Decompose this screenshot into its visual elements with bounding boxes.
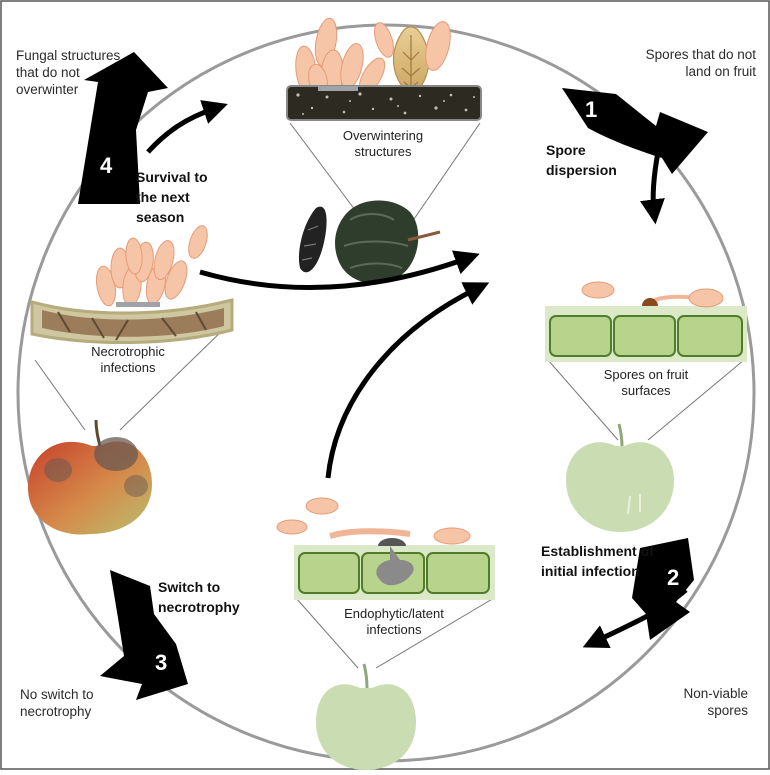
necrotrophic-spore-cluster [95, 225, 208, 307]
stage-2-number: 2 [667, 565, 680, 590]
hyphae-mat [318, 86, 358, 91]
stage-3-arrow-icon [100, 570, 188, 700]
spore [305, 497, 339, 515]
germ-tube [329, 528, 411, 539]
plant-cell [613, 315, 676, 357]
callout-line [34, 359, 86, 431]
spores-on-fruit-label: Spores on fruit surfaces [603, 367, 689, 398]
plant-cell [549, 315, 612, 357]
plant-cell [677, 315, 743, 357]
hyphae-mat [116, 302, 160, 307]
spore [433, 527, 471, 545]
tissue-cracks [57, 311, 207, 341]
overwintering-panel [286, 17, 482, 284]
necrotrophic-panel [28, 225, 234, 535]
green-apple-icon [316, 663, 416, 770]
stage-3-title: Switch to necrotrophy [158, 579, 240, 615]
stage-4-arrow-icon [78, 52, 168, 204]
callout-line [295, 597, 359, 669]
necrotic-tissue [42, 308, 224, 337]
stage-1-title: Spore dispersion [546, 142, 617, 178]
overwinter-to-infection-arrow [199, 250, 480, 291]
necrotrophic-label: Necrotrophic infections [91, 344, 165, 375]
callout-line [411, 122, 481, 223]
stage-1-number: 1 [585, 97, 598, 122]
latent-to-infection-arrow [325, 282, 490, 479]
latent-infection-panel [276, 497, 495, 770]
callout-line [289, 122, 365, 223]
survival-arrow [146, 100, 228, 154]
bark-strip [286, 85, 482, 121]
spore [276, 519, 308, 535]
callout-line [547, 359, 619, 441]
latent-infection-label: Endophytic/latent infections [344, 606, 444, 637]
stage-4-loss-label: Fungal structures that do not overwinter [16, 48, 121, 97]
stage-1-loss-label: Spores that do not land on fruit [645, 47, 756, 79]
plant-cell [426, 552, 490, 594]
appressorium [378, 538, 406, 546]
stage-4-number: 4 [100, 153, 113, 178]
wheat-ear-icon [374, 21, 451, 97]
stage-3-number: 3 [155, 650, 168, 675]
callout-line [119, 324, 229, 431]
callout-line [647, 359, 745, 441]
spore [688, 288, 724, 308]
spores-on-fruit-panel [545, 281, 747, 532]
appressorium [642, 298, 658, 306]
callout-line [375, 597, 495, 669]
stage-2-arrow-icon [632, 538, 694, 640]
spore [581, 281, 615, 299]
stage-2-title: Establishment of initial infection [541, 543, 654, 579]
dispersion-arrow [640, 151, 665, 225]
latent-hyphae [376, 546, 414, 586]
rotting-apple-icon [28, 419, 152, 535]
bark-texture [296, 92, 475, 115]
plant-cell [298, 552, 360, 594]
stage-3-loss-label: No switch to necrotrophy [20, 687, 94, 719]
stage-2-loss-label: Non-viable spores [683, 686, 748, 718]
stage-4-title: Survival to the next season [136, 169, 208, 225]
stage-1-arrow-icon [562, 88, 708, 174]
mummified-fruit-icon [298, 200, 441, 284]
overwintering-label: Overwintering structures [342, 128, 424, 159]
green-apple-icon [566, 423, 674, 532]
